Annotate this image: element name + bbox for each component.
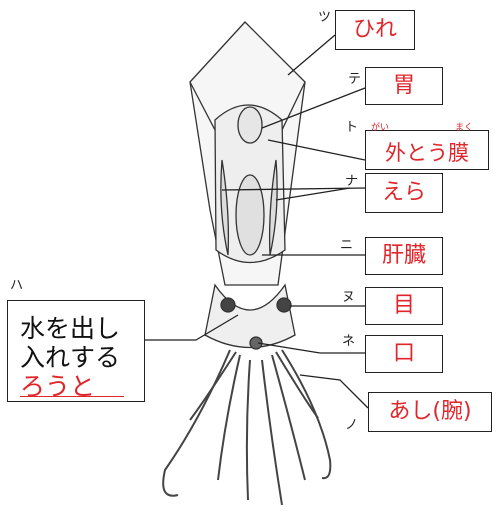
marker-ha: ハ [10, 278, 24, 293]
ruby-gai: がい [371, 123, 390, 133]
label-stomach: 胃 [365, 67, 443, 105]
arms [162, 349, 332, 506]
label-liver: 肝臓 [365, 237, 443, 275]
marker-ne: ネ [342, 334, 356, 349]
marker-ni: ニ [340, 238, 354, 253]
funnel-answer: ろうと [20, 372, 96, 401]
eye-right [276, 297, 292, 313]
marker-no: ノ [345, 418, 359, 433]
leader-lines [145, 34, 369, 409]
eye-left [220, 297, 236, 313]
label-gills: えら [365, 173, 443, 213]
label-mantle: 外とう膜 [365, 130, 489, 170]
marker-tsu: ツ [318, 10, 332, 25]
marker-na: ナ [345, 174, 359, 189]
funnel-line-1: 水を出し [20, 314, 121, 343]
answer-underline [20, 396, 124, 397]
label-arms: あし(腕) [368, 392, 492, 432]
liver-organ [235, 174, 265, 256]
label-mouth: 口 [365, 335, 443, 373]
label-eye: 目 [365, 287, 443, 325]
stomach-organ [237, 106, 263, 144]
marker-to: ト [345, 120, 359, 135]
funnel-line-2: 入れする [20, 343, 121, 372]
funnel-description-box: 水を出し 入れする ろうと [7, 300, 145, 402]
head [204, 283, 296, 349]
ruby-maku: まく [455, 123, 474, 133]
label-fin: ひれ [335, 10, 415, 50]
marker-te: テ [348, 72, 362, 87]
marker-nu: ヌ [342, 290, 356, 305]
